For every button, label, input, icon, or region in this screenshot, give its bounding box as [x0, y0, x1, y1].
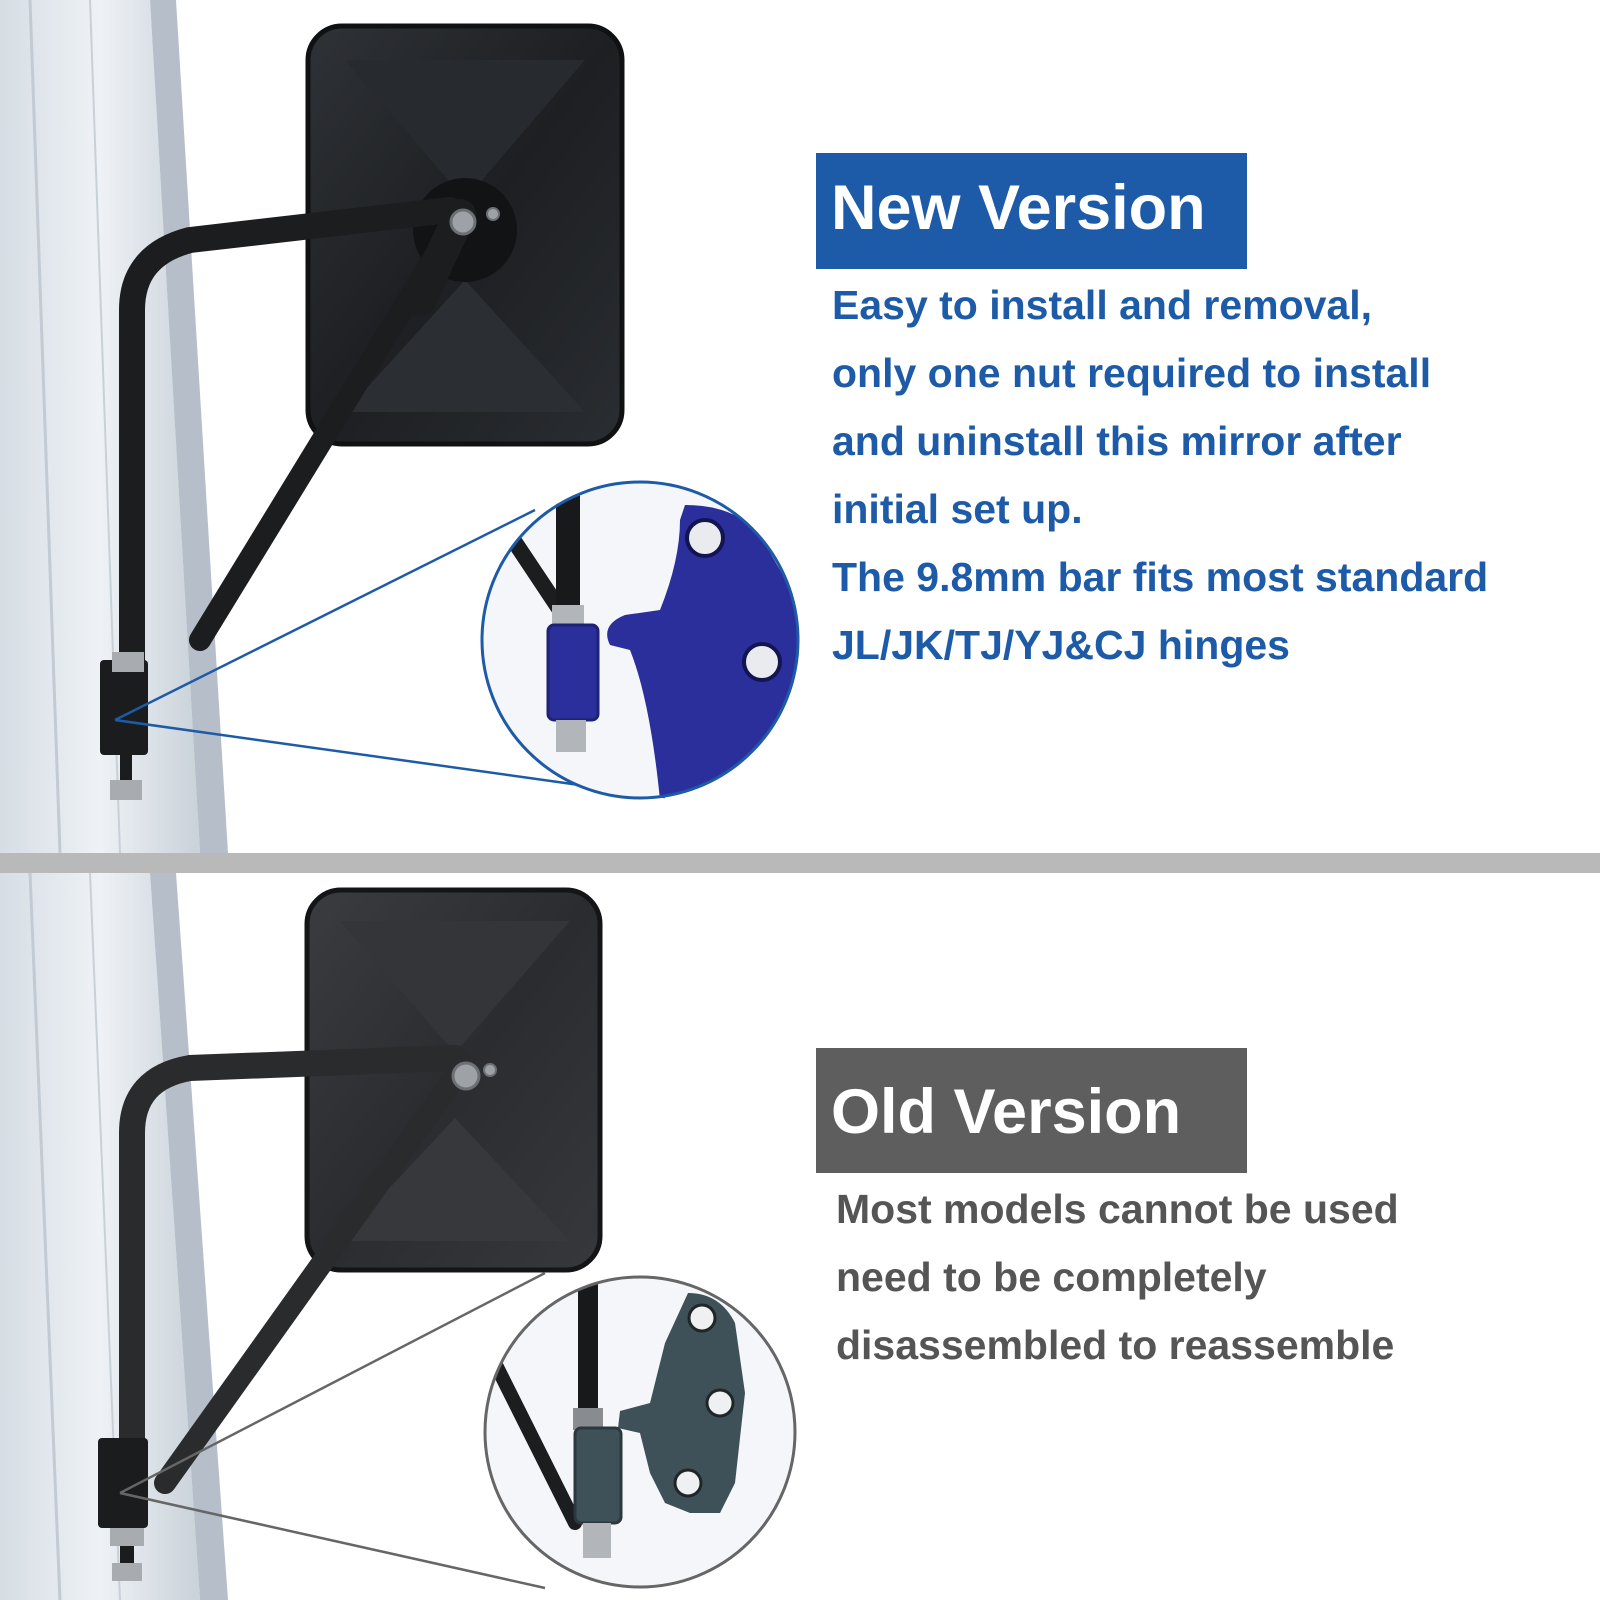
old-version-line: disassembled to reassemble [836, 1322, 1395, 1368]
mirror-arm [119, 197, 500, 693]
new-version-line: initial set up. [832, 486, 1083, 532]
old-version-line: Most models cannot be used [836, 1186, 1399, 1232]
new-version-panel: New Version Easy to install and removal,… [0, 0, 1488, 853]
new-version-line: The 9.8mm bar fits most standard [832, 554, 1489, 600]
old-version-line: need to be completely [836, 1254, 1267, 1300]
hinge-zoom-circle [483, 1275, 797, 1589]
hinge-icon [98, 1438, 148, 1581]
hinge-icon [100, 652, 148, 800]
new-version-illustration [0, 0, 800, 853]
zoom-callout-lines [119, 1271, 546, 1590]
new-version-line: and uninstall this mirror after [832, 418, 1402, 464]
old-version-badge: Old Version [816, 1048, 1247, 1173]
new-version-line: only one nut required to install [832, 350, 1432, 396]
section-divider [0, 853, 1600, 873]
old-version-panel: Old Version Most models cannot be used n… [0, 873, 1600, 1600]
new-version-badge: New Version [816, 153, 1247, 269]
old-version-illustration [0, 873, 797, 1600]
new-version-line: Easy to install and removal, [832, 282, 1373, 328]
old-version-description: Most models cannot be used need to be co… [836, 1175, 1399, 1379]
new-version-description: Easy to install and removal, only one nu… [832, 271, 1488, 679]
mirror-arm [119, 1045, 497, 1494]
new-version-line: JL/JK/TJ/YJ&CJ hinges [832, 622, 1290, 668]
hinge-zoom-circle [480, 480, 800, 800]
